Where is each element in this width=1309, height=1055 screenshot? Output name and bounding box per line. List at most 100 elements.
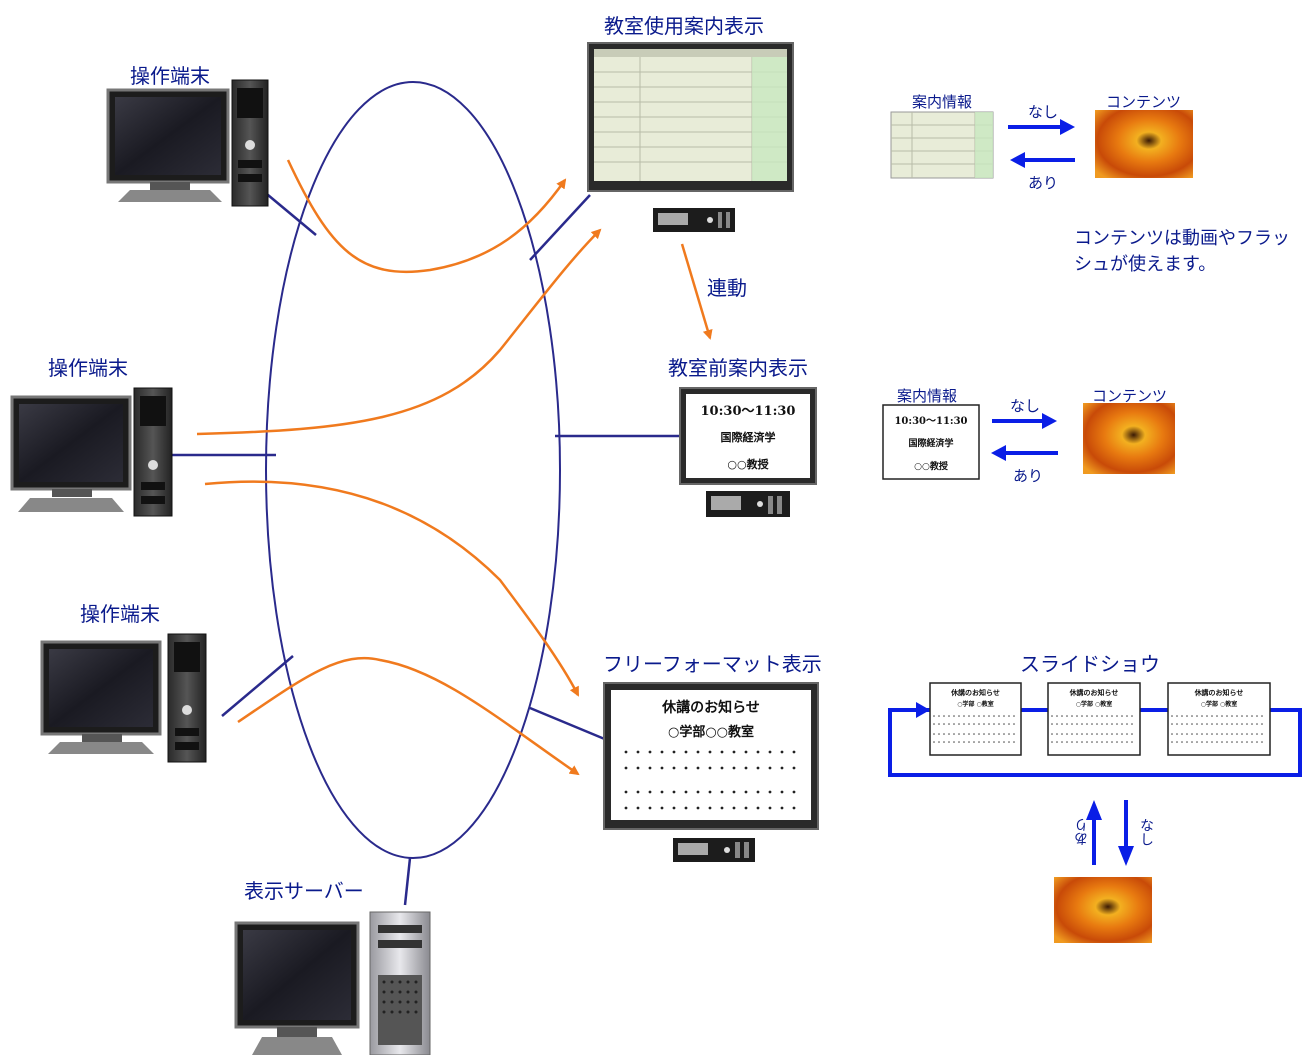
placeholder-dot — [943, 733, 945, 735]
placeholder-dot — [1236, 715, 1238, 717]
set-top-box-icon — [673, 838, 755, 862]
free-sign-title: 休講のお知らせ — [662, 700, 760, 716]
placeholder-dot — [672, 806, 676, 810]
placeholder-dot — [1081, 733, 1083, 735]
placeholder-dot — [1086, 723, 1088, 725]
placeholder-dot — [744, 750, 748, 754]
monitor-icon — [234, 921, 360, 1055]
placeholder-dot — [1066, 733, 1068, 735]
placeholder-dot — [988, 741, 990, 743]
placeholder-dot — [1116, 733, 1118, 735]
placeholder-dot — [948, 715, 950, 717]
placeholder-dot — [1261, 723, 1263, 725]
terminal-1 — [106, 79, 269, 207]
placeholder-dot — [1186, 741, 1188, 743]
monitor-icon — [10, 395, 132, 512]
placeholder-dot — [696, 766, 700, 770]
placeholder-dot — [744, 806, 748, 810]
placeholder-dot — [1171, 733, 1173, 735]
placeholder-dot — [1111, 715, 1113, 717]
placeholder-dot — [1131, 723, 1133, 725]
placeholder-dot — [1206, 733, 1208, 735]
placeholder-dot — [708, 790, 712, 794]
placeholder-dot — [1106, 723, 1108, 725]
placeholder-dot — [1226, 715, 1228, 717]
legend-mid-exists: あり — [1013, 467, 1044, 485]
placeholder-dot — [1196, 733, 1198, 735]
flower-photo-icon — [1095, 110, 1193, 178]
placeholder-dot — [1221, 715, 1223, 717]
free-format-display — [603, 682, 819, 862]
placeholder-dot — [978, 733, 980, 735]
placeholder-dot — [1008, 741, 1010, 743]
placeholder-dot — [1076, 741, 1078, 743]
placeholder-dot — [978, 723, 980, 725]
placeholder-dot — [1206, 741, 1208, 743]
placeholder-dot — [660, 750, 664, 754]
server-label: 表示サーバー — [244, 879, 364, 903]
placeholder-dot — [1206, 723, 1208, 725]
slide-3-subtitle: ○学部 ○教室 — [1200, 701, 1238, 708]
placeholder-dot — [1013, 741, 1015, 743]
placeholder-dot — [1261, 733, 1263, 735]
placeholder-dot — [1106, 741, 1108, 743]
placeholder-dot — [958, 715, 960, 717]
placeholder-dot — [958, 723, 960, 725]
placeholder-dot — [1191, 741, 1193, 743]
placeholder-dot — [988, 723, 990, 725]
front-sign-teacher: ○○教授 — [727, 458, 769, 471]
placeholder-dot — [684, 750, 688, 754]
placeholder-dot — [696, 806, 700, 810]
placeholder-dot — [1051, 723, 1053, 725]
placeholder-dot — [1051, 733, 1053, 735]
placeholder-dot — [953, 715, 955, 717]
legend-top-exists: あり — [1028, 174, 1059, 192]
placeholder-dot — [1261, 715, 1263, 717]
placeholder-dot — [948, 741, 950, 743]
placeholder-dot — [943, 715, 945, 717]
legend-mid-content: コンテンツ — [1092, 387, 1168, 405]
placeholder-dot — [780, 766, 784, 770]
placeholder-dot — [1251, 741, 1253, 743]
placeholder-dot — [1241, 741, 1243, 743]
placeholder-dot — [1066, 741, 1068, 743]
placeholder-dot — [993, 723, 995, 725]
free-sign-subtitle: ○学部○○教室 — [667, 725, 755, 740]
placeholder-dot — [1116, 741, 1118, 743]
placeholder-dot — [1096, 715, 1098, 717]
placeholder-dot — [624, 790, 628, 794]
placeholder-dot — [780, 790, 784, 794]
placeholder-dot — [1111, 733, 1113, 735]
placeholder-dot — [768, 806, 772, 810]
placeholder-dot — [1176, 741, 1178, 743]
placeholder-dot — [1201, 741, 1203, 743]
placeholder-dot — [648, 766, 652, 770]
placeholder-dot — [780, 806, 784, 810]
placeholder-dot — [1116, 715, 1118, 717]
placeholder-dot — [993, 733, 995, 735]
network-ring — [265, 81, 561, 859]
placeholder-dot — [672, 766, 676, 770]
legend-top — [890, 110, 1193, 179]
placeholder-dot — [1181, 715, 1183, 717]
slideshow — [888, 682, 1302, 943]
placeholder-dot — [1101, 715, 1103, 717]
placeholder-dot — [1071, 723, 1073, 725]
placeholder-dot — [1231, 741, 1233, 743]
placeholder-dot — [983, 715, 985, 717]
placeholder-dot — [792, 790, 796, 794]
placeholder-dot — [768, 750, 772, 754]
placeholder-dot — [998, 723, 1000, 725]
placeholder-dot — [660, 790, 664, 794]
placeholder-dot — [958, 733, 960, 735]
placeholder-dot — [993, 741, 995, 743]
placeholder-dot — [953, 723, 955, 725]
slide-arrow-exists: あり — [1074, 818, 1090, 846]
placeholder-dot — [732, 806, 736, 810]
placeholder-dot — [1201, 715, 1203, 717]
placeholder-dot — [963, 723, 965, 725]
placeholder-dot — [1186, 715, 1188, 717]
placeholder-dot — [780, 750, 784, 754]
placeholder-dot — [636, 750, 640, 754]
placeholder-dot — [1131, 741, 1133, 743]
